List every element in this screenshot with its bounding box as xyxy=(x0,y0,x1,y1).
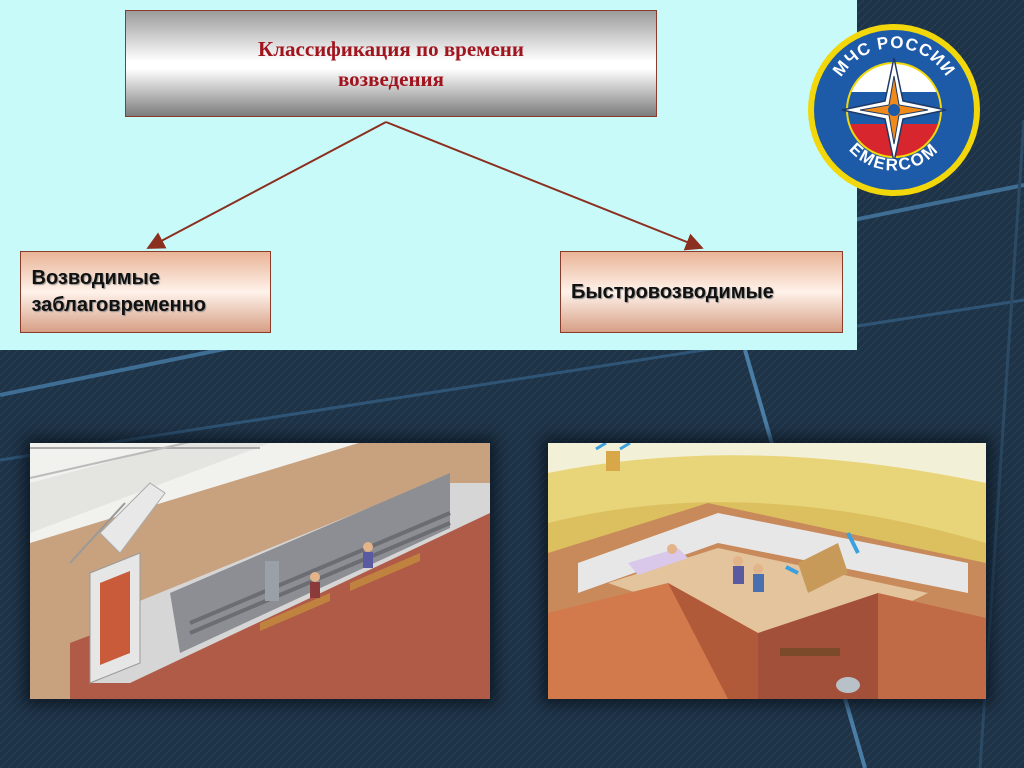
root-node-label: Классификация по времени возведения xyxy=(258,36,524,91)
root-node: Классификация по времени возведения xyxy=(125,10,657,117)
emercom-emblem: МЧС РОССИИ EMERCOM xyxy=(808,24,980,196)
diagram-arrows xyxy=(146,121,704,251)
arrow-to-right-node xyxy=(385,121,704,251)
star-icon xyxy=(841,57,947,163)
node-quick-build-label: Быстровозводимые xyxy=(571,280,774,303)
node-quick-build: Быстровозводимые xyxy=(560,251,843,333)
prebuilt-shelter-illustration xyxy=(30,443,490,699)
quick-build-shelter-illustration xyxy=(548,443,986,699)
arrow-to-left-node xyxy=(146,121,387,249)
node-prebuilt: Возводимые заблаговременно xyxy=(20,251,271,333)
node-prebuilt-label: Возводимые заблаговременно xyxy=(31,267,206,316)
